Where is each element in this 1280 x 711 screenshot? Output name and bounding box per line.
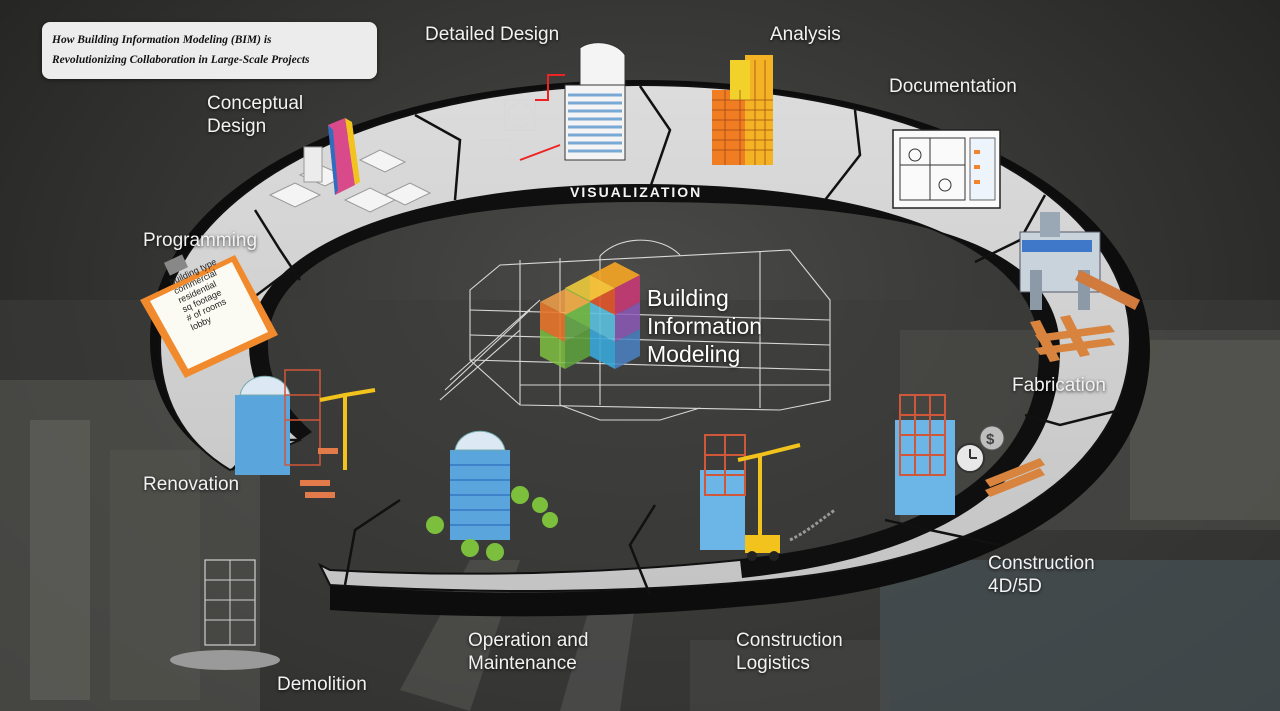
stage-documentation: Documentation [889,76,1017,97]
stage-logistics-line-2: Logistics [736,653,810,674]
stage-fabrication: Fabrication [1012,375,1106,396]
title-line-1: How Building Information Modeling (BIM) … [52,34,272,46]
stage-programming: Programming [143,230,258,251]
svg-text:$: $ [986,431,995,448]
center-title: Building Information Modeling [647,284,762,368]
bim-cube-logo [540,262,640,369]
stage-detailed-design: Detailed Design [425,24,560,45]
stage-construction-4d5d-line-1: Construction [988,553,1095,574]
lifecycle-ring [150,80,1150,617]
stage-conceptual-design-line-2: Design [207,116,267,137]
center-title-line-1: Building [647,285,729,311]
construction-4d5d-building: $ [895,394,1045,515]
conceptual-design-massing [268,118,432,213]
operation-maintenance-building [426,430,558,561]
stage-construction-4d5d: Construction 4D/5D [988,552,1095,598]
demolition-building [170,559,280,670]
stage-operation-line-1: Operation and [468,630,589,651]
stage-operation-maintenance: Operation and Maintenance [468,629,588,675]
center-title-line-3: Modeling [647,341,741,367]
title-line-2: Revolutionizing Collaboration in Large-S… [52,54,310,66]
fabrication-machine [1019,212,1140,362]
stage-conceptual-design: Conceptual Design [207,92,303,138]
title-box: How Building Information Modeling (BIM) … [42,22,377,79]
stage-analysis: Analysis [770,24,841,45]
documentation-drawing [892,129,1001,209]
stage-conceptual-design-line-1: Conceptual [207,93,304,114]
detailed-design-building [479,42,626,176]
stage-operation-line-2: Maintenance [468,653,577,674]
analysis-building [712,55,773,165]
stage-renovation: Renovation [143,474,240,495]
stage-construction-logistics: Construction Logistics [736,629,843,675]
construction-logistics-building [700,434,836,561]
stage-demolition: Demolition [277,674,367,695]
renovation-building [235,369,376,498]
visualization-label: VISUALIZATION [570,184,703,200]
center-title-line-2: Information [647,313,763,339]
stage-logistics-line-1: Construction [736,630,843,651]
stage-construction-4d5d-line-2: 4D/5D [988,576,1042,597]
programming-clipboard [140,254,278,378]
